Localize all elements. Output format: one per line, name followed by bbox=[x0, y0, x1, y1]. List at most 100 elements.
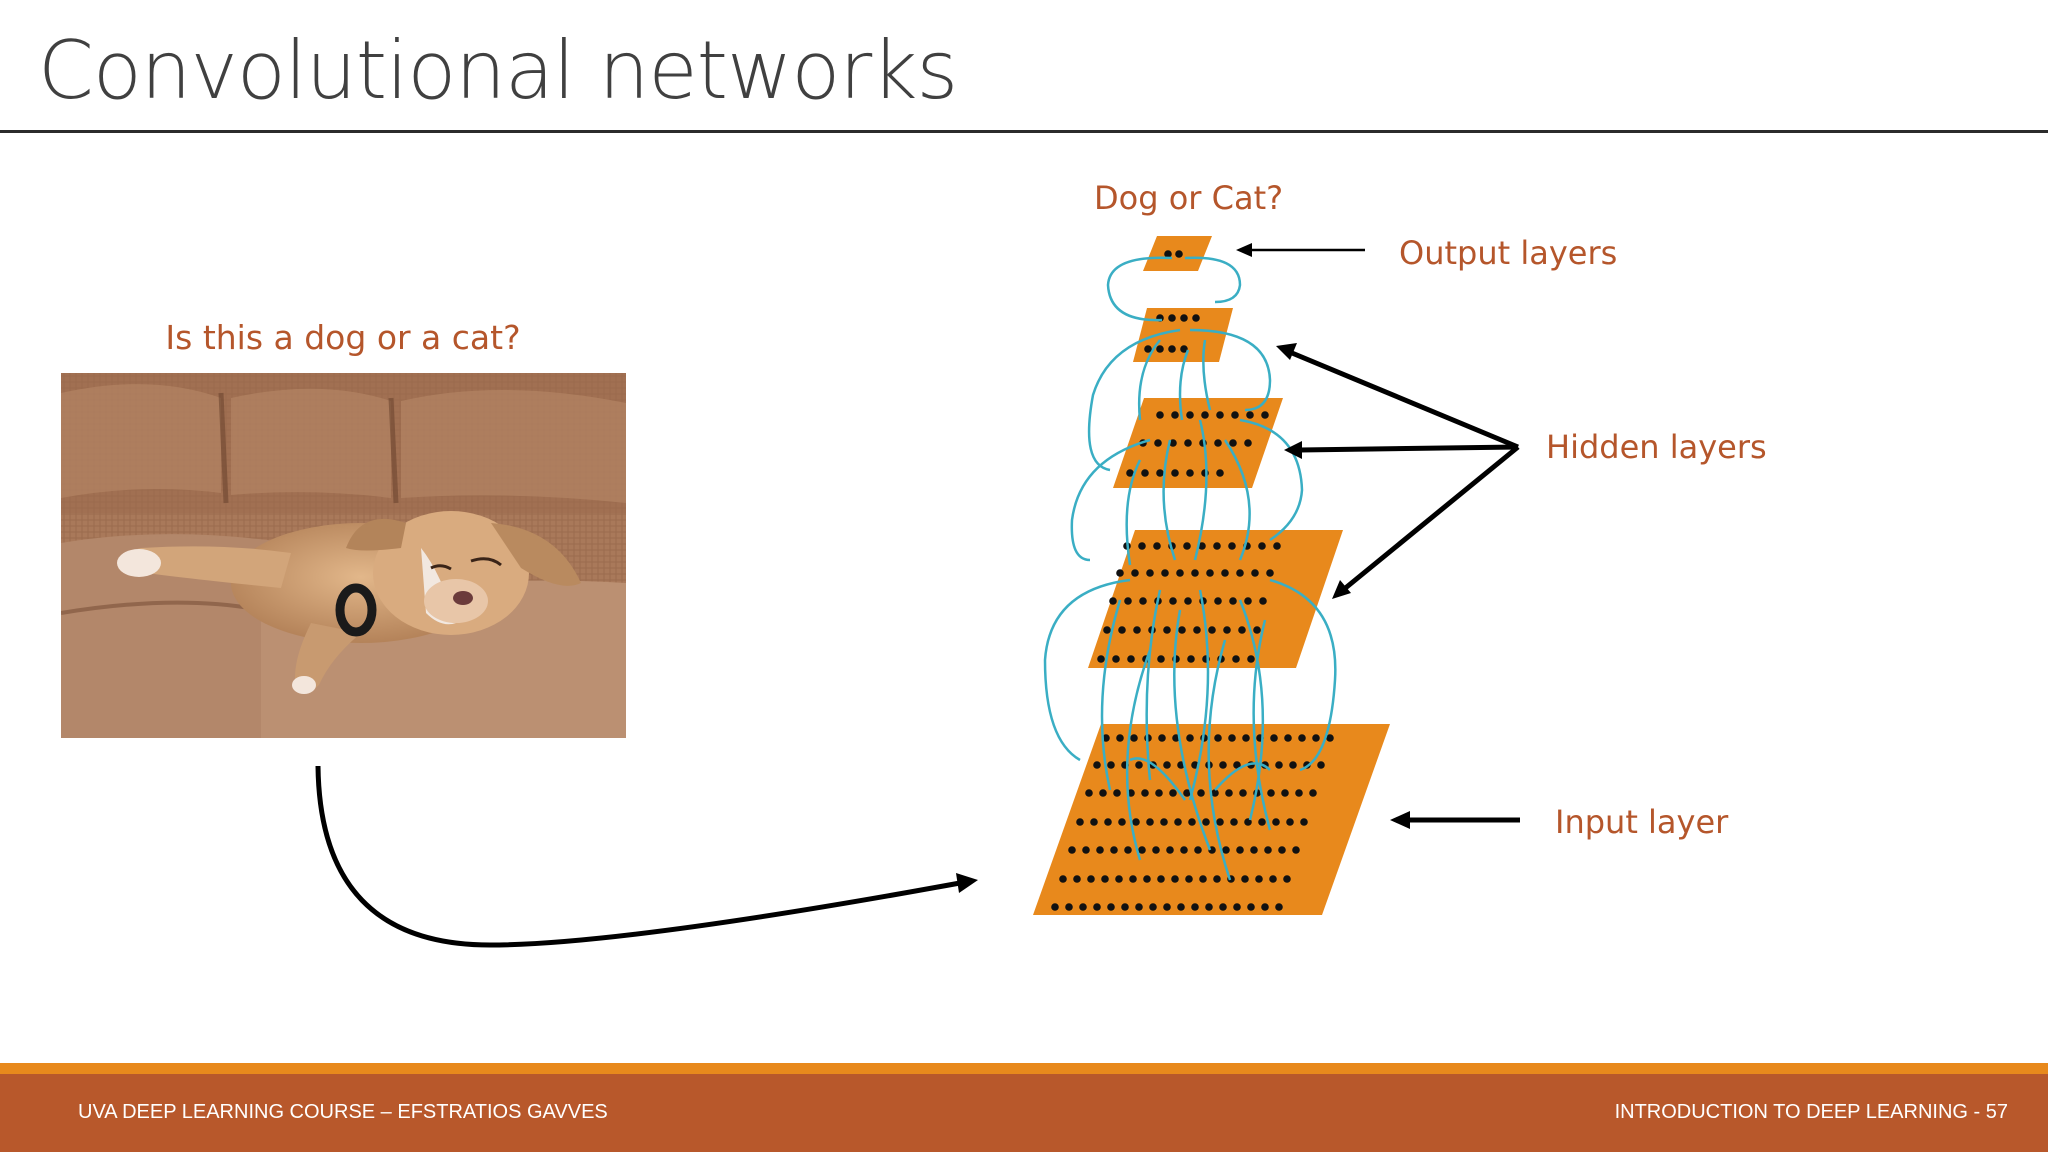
neuron bbox=[1139, 597, 1147, 605]
neuron bbox=[1213, 542, 1221, 550]
neuron bbox=[1214, 734, 1222, 742]
neuron bbox=[1183, 542, 1191, 550]
footer-page-label: INTRODUCTION TO DEEP LEARNING - 57 bbox=[1614, 1101, 2008, 1123]
connections bbox=[1043, 256, 1337, 881]
neuron bbox=[1251, 569, 1259, 577]
neuron bbox=[1174, 818, 1182, 826]
neuron bbox=[1121, 903, 1129, 911]
neuron bbox=[1264, 846, 1272, 854]
neuron bbox=[1093, 761, 1101, 769]
neuron bbox=[1193, 626, 1201, 634]
neuron bbox=[1126, 469, 1134, 477]
neuron bbox=[1326, 734, 1334, 742]
neuron bbox=[1138, 542, 1146, 550]
neuron bbox=[1244, 597, 1252, 605]
neuron bbox=[1216, 818, 1224, 826]
neuron bbox=[1133, 626, 1141, 634]
photo-caption: Is this a dog or a cat? bbox=[165, 318, 521, 357]
neuron bbox=[1184, 439, 1192, 447]
neuron bbox=[1206, 569, 1214, 577]
neuron bbox=[1197, 789, 1205, 797]
neuron bbox=[1225, 789, 1233, 797]
neuron bbox=[1258, 818, 1266, 826]
neuron bbox=[1168, 345, 1176, 353]
neuron bbox=[1272, 818, 1280, 826]
neuron bbox=[1292, 846, 1300, 854]
neuron bbox=[1186, 411, 1194, 419]
neuron bbox=[1160, 818, 1168, 826]
neuron bbox=[1169, 439, 1177, 447]
neuron bbox=[1065, 903, 1073, 911]
neuron bbox=[1168, 314, 1176, 322]
footer-bar: UVA DEEP LEARNING COURSE – EFSTRATIOS GA… bbox=[0, 1074, 2048, 1152]
neuron bbox=[1085, 789, 1093, 797]
neuron bbox=[1278, 846, 1286, 854]
neuron bbox=[1191, 569, 1199, 577]
neuron bbox=[1222, 846, 1230, 854]
neuron bbox=[1138, 846, 1146, 854]
neuron bbox=[1309, 789, 1317, 797]
neuron bbox=[1131, 569, 1139, 577]
neuron bbox=[1253, 626, 1261, 634]
neuron bbox=[1093, 903, 1101, 911]
neuron bbox=[1176, 569, 1184, 577]
neuron bbox=[1163, 761, 1171, 769]
neuron bbox=[1205, 903, 1213, 911]
neuron bbox=[1124, 846, 1132, 854]
slide-title: Convolutional networks bbox=[38, 24, 958, 117]
neuron bbox=[1283, 875, 1291, 883]
neuron bbox=[1216, 469, 1224, 477]
dog-photo bbox=[61, 373, 626, 738]
neuron bbox=[1166, 846, 1174, 854]
neuron bbox=[1192, 314, 1200, 322]
neuron bbox=[1051, 903, 1059, 911]
neuron bbox=[1129, 875, 1137, 883]
neuron bbox=[1211, 789, 1219, 797]
neuron bbox=[1300, 818, 1308, 826]
neuron bbox=[1184, 597, 1192, 605]
neuron bbox=[1102, 734, 1110, 742]
neuron bbox=[1146, 818, 1154, 826]
neuron bbox=[1149, 903, 1157, 911]
neuron bbox=[1216, 411, 1224, 419]
neuron bbox=[1171, 411, 1179, 419]
neuron bbox=[1229, 597, 1237, 605]
neuron bbox=[1107, 761, 1115, 769]
neuron bbox=[1154, 439, 1162, 447]
neuron bbox=[1175, 250, 1183, 258]
neuron bbox=[1103, 626, 1111, 634]
neuron bbox=[1199, 875, 1207, 883]
neuron bbox=[1097, 655, 1105, 663]
neuron bbox=[1230, 818, 1238, 826]
neuron bbox=[1146, 569, 1154, 577]
neuron bbox=[1107, 903, 1115, 911]
neuron bbox=[1178, 626, 1186, 634]
neuron bbox=[1090, 818, 1098, 826]
neuron bbox=[1157, 655, 1165, 663]
neuron bbox=[1231, 411, 1239, 419]
neuron bbox=[1295, 789, 1303, 797]
hidden-layers-label: Hidden layers bbox=[1546, 428, 1767, 466]
neuron bbox=[1259, 597, 1267, 605]
output-arrow-head bbox=[1236, 243, 1252, 257]
neuron bbox=[1143, 875, 1151, 883]
neuron bbox=[1233, 761, 1241, 769]
photo-to-network-arrow bbox=[315, 765, 961, 948]
neuron bbox=[1244, 818, 1252, 826]
neuron bbox=[1246, 411, 1254, 419]
neuron bbox=[1201, 411, 1209, 419]
photo-to-network-arrow-head bbox=[956, 873, 978, 893]
neuron bbox=[1281, 789, 1289, 797]
neuron bbox=[1239, 789, 1247, 797]
neuron bbox=[1110, 846, 1118, 854]
neuron bbox=[1232, 655, 1240, 663]
neuron bbox=[1198, 542, 1206, 550]
neuron bbox=[1289, 761, 1297, 769]
question-label: Dog or Cat? bbox=[1094, 179, 1283, 217]
neuron bbox=[1082, 846, 1090, 854]
neuron bbox=[1158, 734, 1166, 742]
neuron bbox=[1187, 655, 1195, 663]
neuron bbox=[1270, 734, 1278, 742]
neuron bbox=[1241, 875, 1249, 883]
neuron bbox=[1267, 789, 1275, 797]
